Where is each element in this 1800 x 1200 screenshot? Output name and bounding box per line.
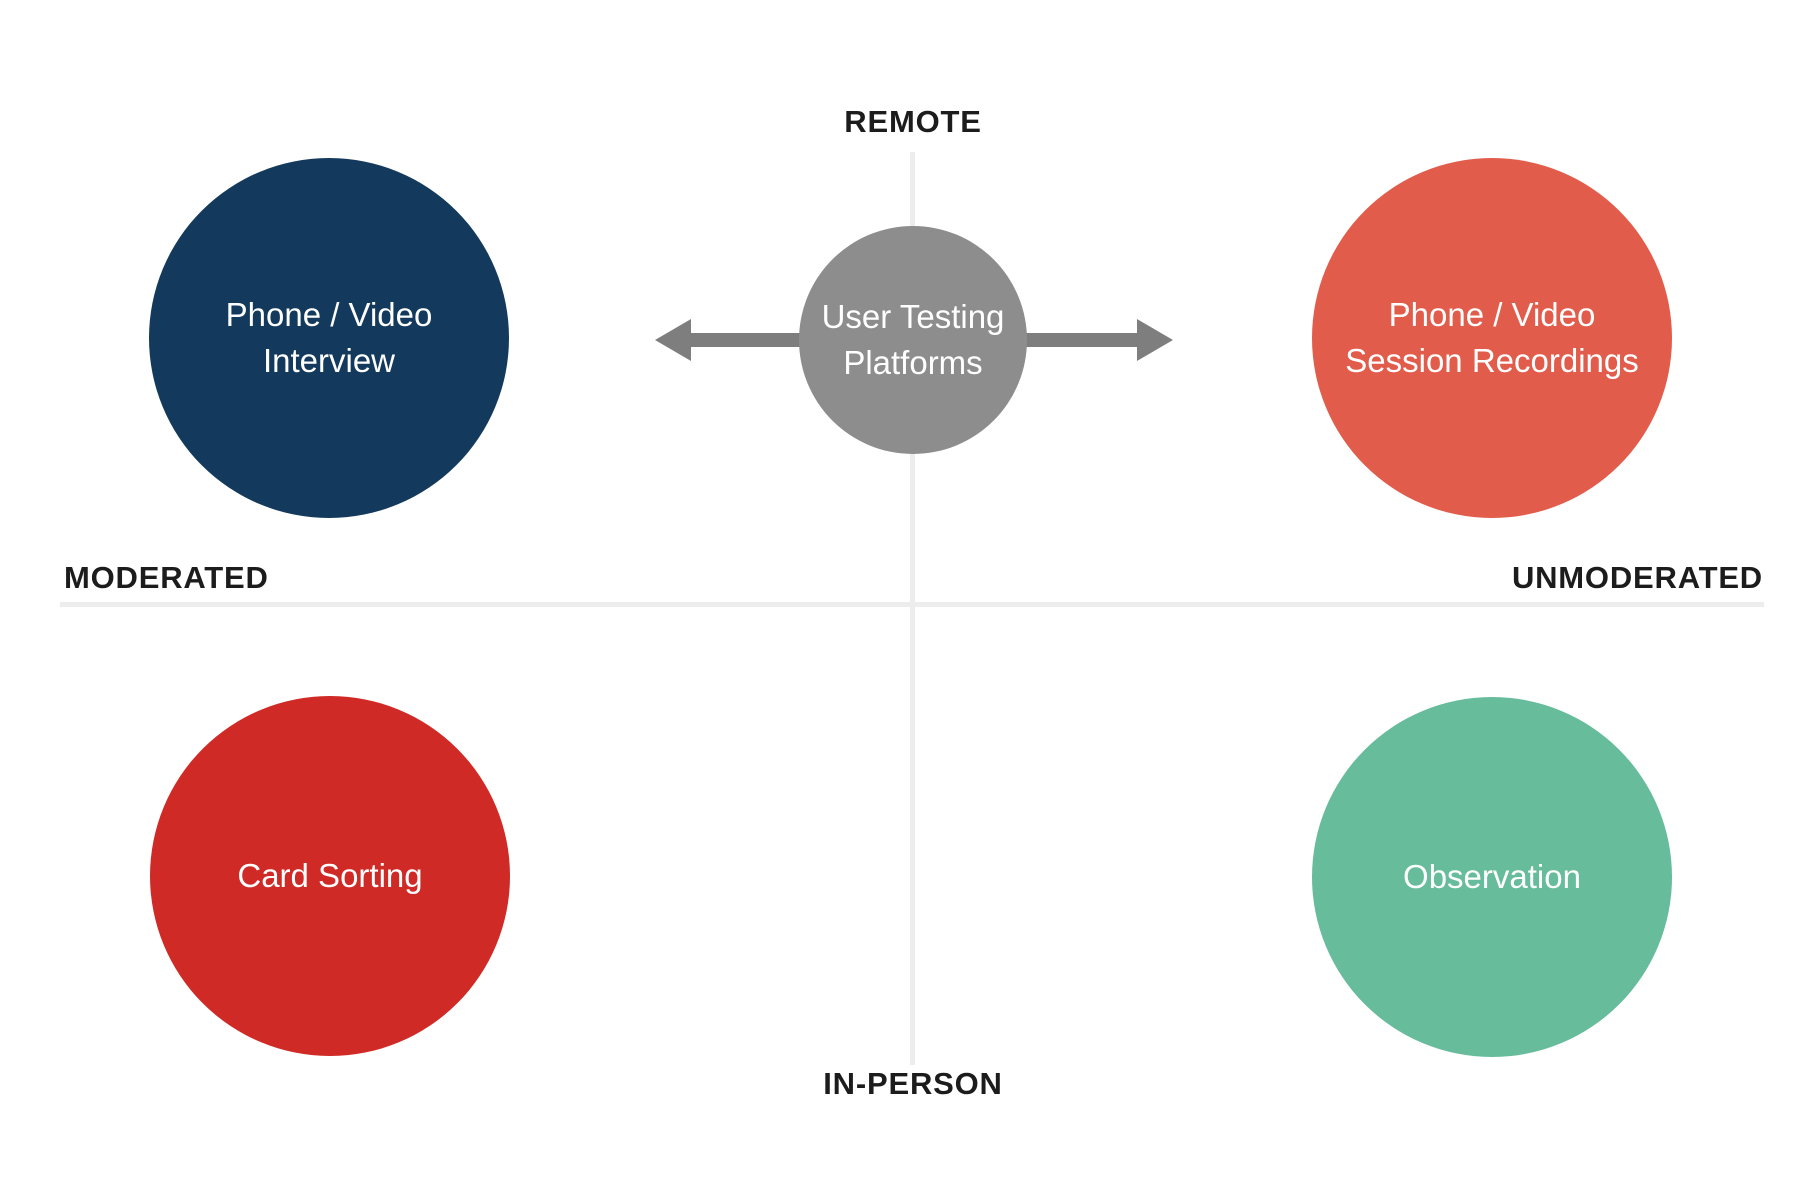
axis-label-remote: REMOTE xyxy=(844,104,982,139)
node-phone-video-session-recordings: Phone / Video Session Recordings xyxy=(1312,158,1672,518)
node-label-line: Phone / Video xyxy=(225,295,433,333)
node-label-line: Phone / Video xyxy=(1388,295,1596,333)
axis-label-unmoderated: UNMODERATED xyxy=(1511,560,1763,595)
axis-label-in-person: IN-PERSON xyxy=(823,1066,1003,1101)
vertical-axis-line xyxy=(910,152,915,1065)
node-label-line: Card Sorting xyxy=(237,856,423,894)
node-observation: Observation xyxy=(1312,697,1672,1057)
center-node-user-testing-platforms: User Testing Platforms xyxy=(799,226,1027,454)
center-node-label-line: User Testing xyxy=(821,297,1005,335)
node-label-line: Session Recordings xyxy=(1345,342,1639,379)
node-card-sorting: Card Sorting xyxy=(150,696,510,1056)
node-phone-video-interview: Phone / Video Interview xyxy=(149,158,509,518)
horizontal-axis-line xyxy=(60,602,1764,607)
right-arrowhead-icon xyxy=(1137,319,1173,361)
center-node-label-line: Platforms xyxy=(843,344,983,381)
node-label-line: Observation xyxy=(1403,857,1581,895)
node-label-line: Interview xyxy=(262,342,396,379)
axis-label-moderated: MODERATED xyxy=(64,560,269,595)
